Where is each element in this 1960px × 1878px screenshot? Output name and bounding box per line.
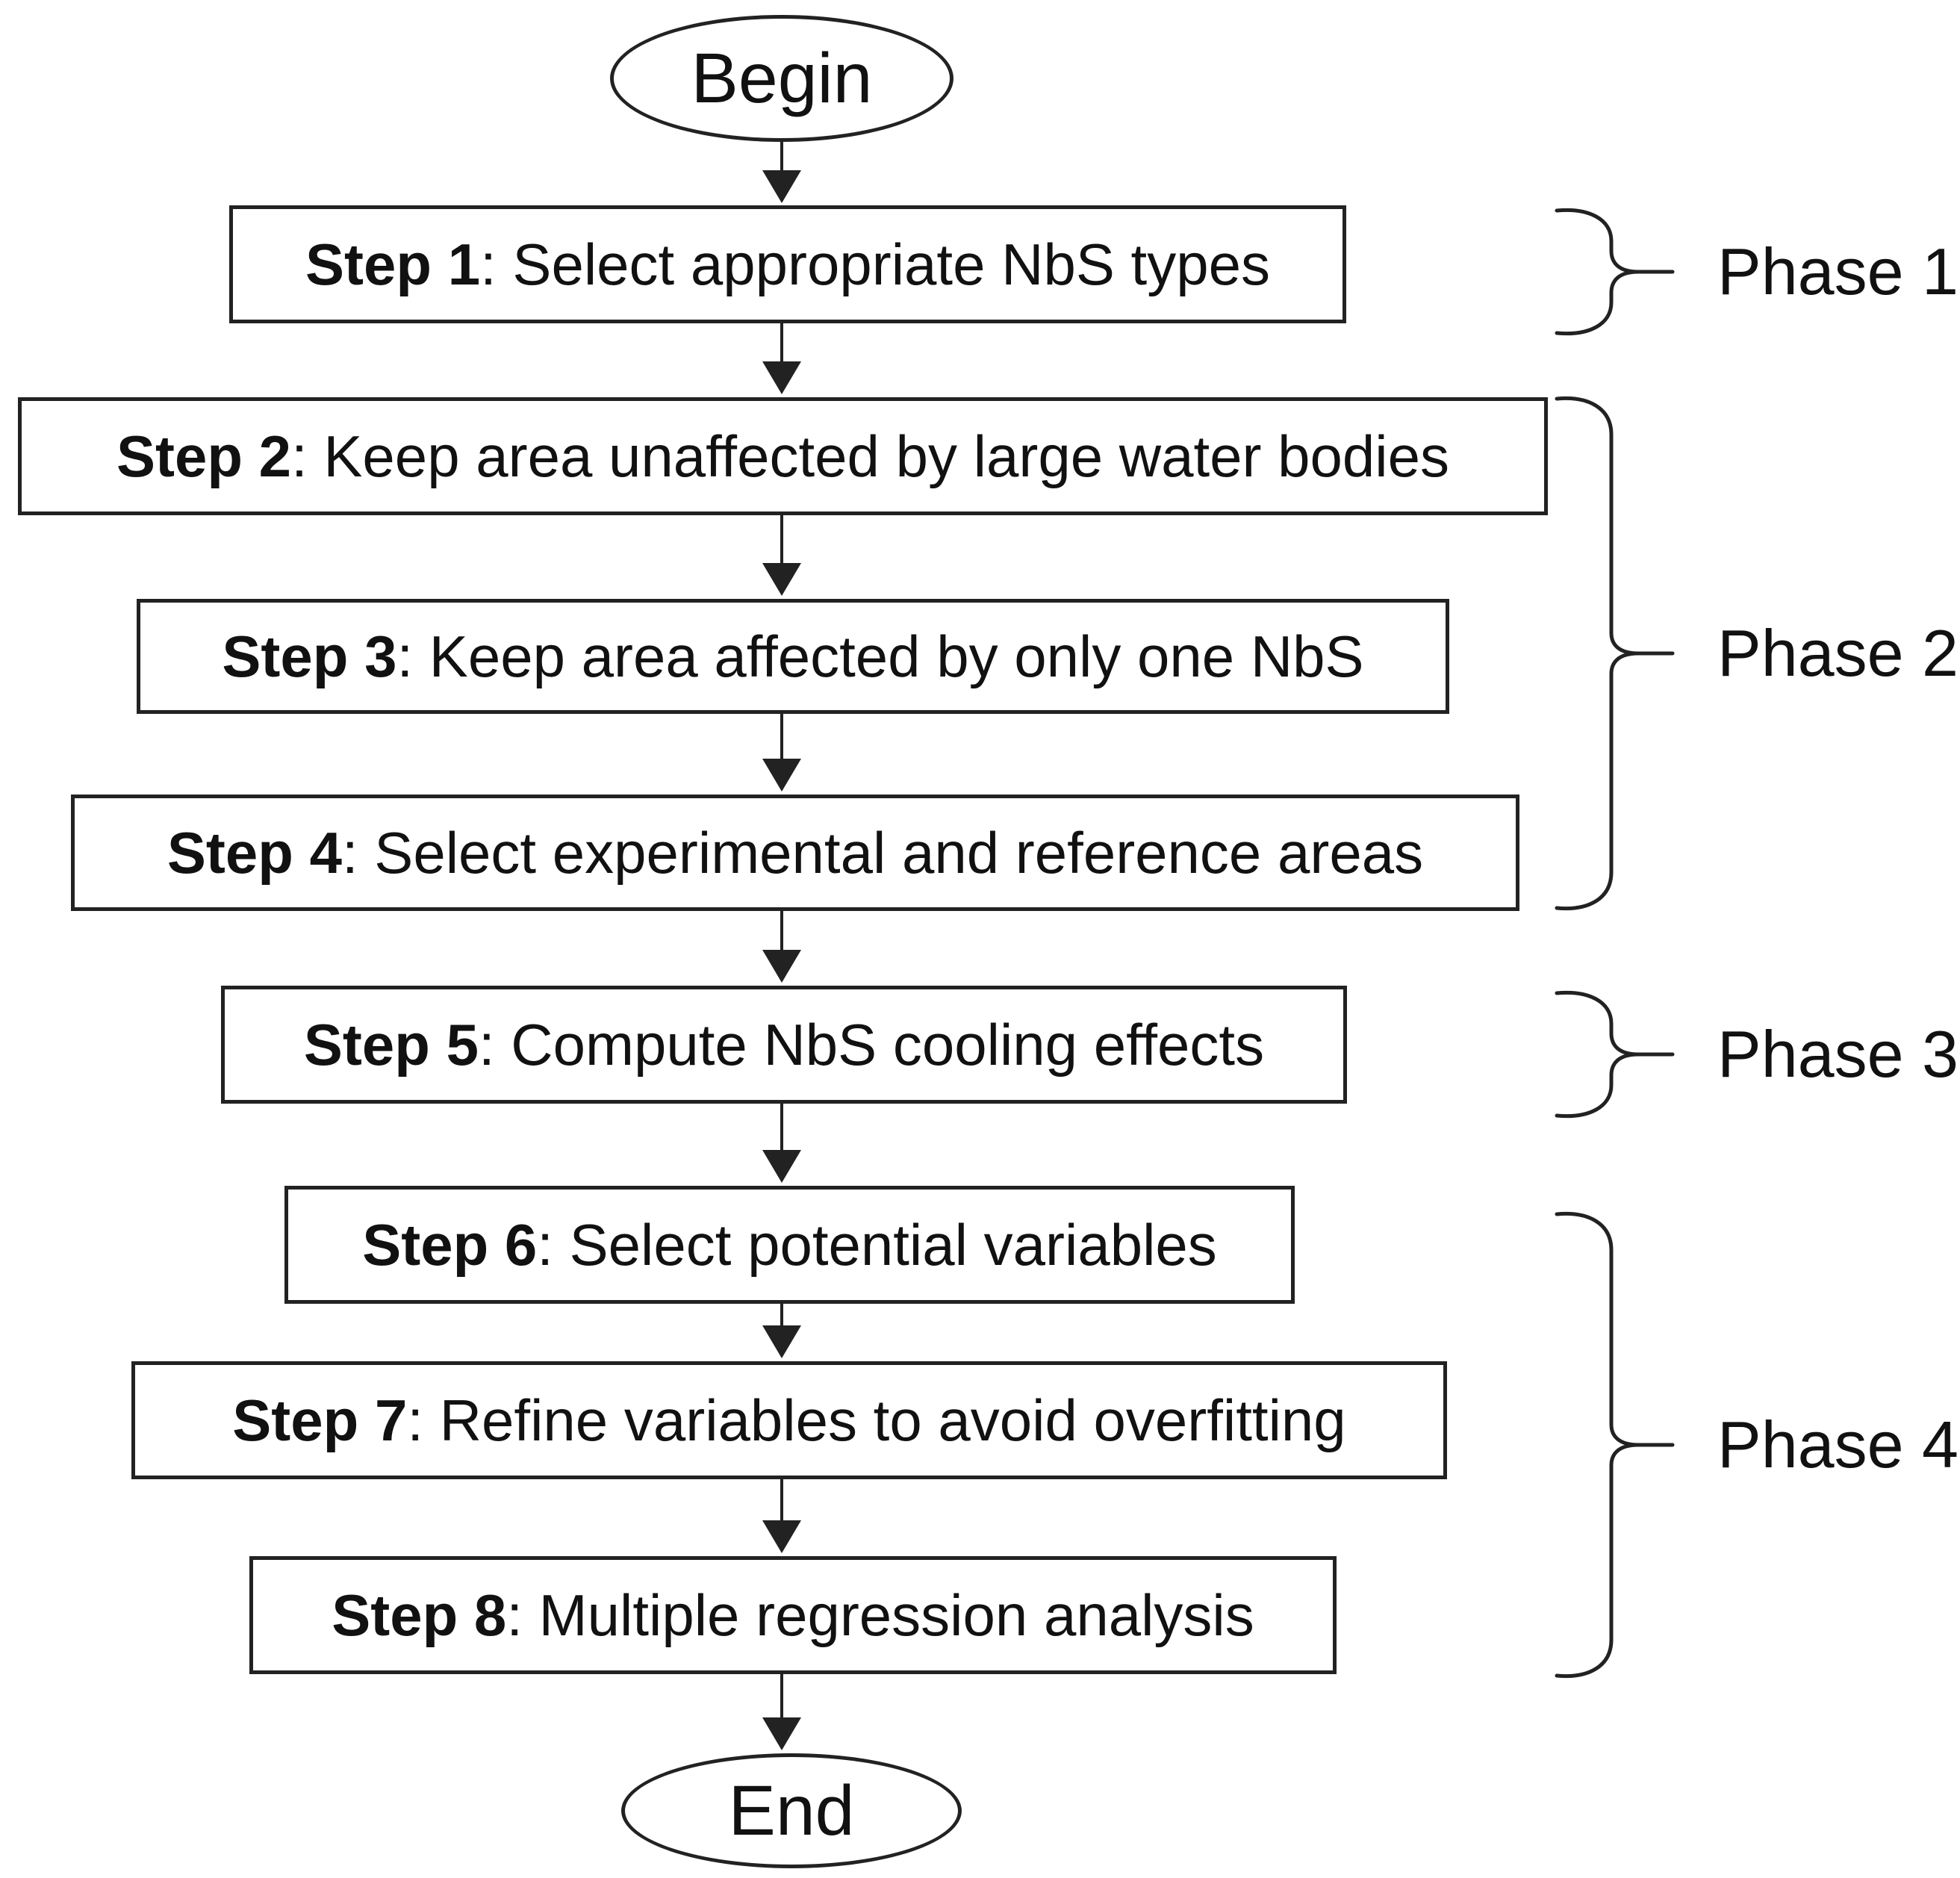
phase-3-brace [1555,990,1675,1119]
phase-1-brace [1555,208,1675,336]
arrow-step8-end [762,1674,801,1750]
step-2-box: Step 2: Keep area unaffected by large wa… [18,397,1548,515]
phase-2-brace [1555,396,1675,911]
step-2-text: : Keep area unaffected by large water bo… [291,423,1449,489]
step-3-number: Step 3 [222,624,397,689]
step-7-text: : Refine variables to avoid overfitting [407,1387,1346,1453]
begin-terminator: Begin [610,15,953,142]
step-8-number: Step 8 [332,1582,507,1648]
arrow-step6-step7 [762,1304,801,1358]
step-1-box: Step 1: Select appropriate NbS types [229,205,1346,323]
step-6-box: Step 6: Select potential variables [284,1186,1295,1304]
step-8-box: Step 8: Multiple regression analysis [249,1556,1337,1674]
arrow-step5-step6 [762,1104,801,1183]
end-label: End [728,1770,855,1850]
arrow-step4-step5 [762,911,801,983]
step-3-text: : Keep area affected by only one NbS [396,624,1364,689]
phase-4-label: Phase 4 [1717,1408,1959,1481]
step-1-number: Step 1 [305,231,481,297]
step-4-number: Step 4 [167,820,342,886]
step-5-number: Step 5 [303,1012,479,1078]
step-8-text: : Multiple regression analysis [506,1582,1254,1648]
phase-1-label: Phase 1 [1717,234,1959,308]
step-4-box: Step 4: Select experimental and referenc… [71,795,1519,911]
arrow-step7-step8 [762,1479,801,1553]
arrow-step1-step2 [762,323,801,394]
arrow-step2-step3 [762,515,801,596]
arrow-step3-step4 [762,714,801,792]
phase-4-brace [1555,1211,1675,1679]
step-5-box: Step 5: Compute NbS cooling effects [221,986,1347,1104]
step-1-text: : Select appropriate NbS types [480,231,1270,297]
step-2-number: Step 2 [116,423,292,489]
step-5-text: : Compute NbS cooling effects [478,1012,1265,1078]
step-4-text: : Select experimental and reference area… [341,820,1424,886]
step-7-number: Step 7 [232,1387,408,1453]
begin-label: Begin [691,38,873,118]
step-3-box: Step 3: Keep area affected by only one N… [137,599,1449,714]
phase-2-label: Phase 2 [1717,616,1959,690]
step-6-text: : Select potential variables [537,1212,1217,1278]
arrow-begin-step1 [762,142,801,203]
phase-3-label: Phase 3 [1717,1017,1959,1091]
step-6-number: Step 6 [362,1212,538,1278]
end-terminator: End [621,1753,962,1868]
step-7-box: Step 7: Refine variables to avoid overfi… [131,1361,1447,1479]
